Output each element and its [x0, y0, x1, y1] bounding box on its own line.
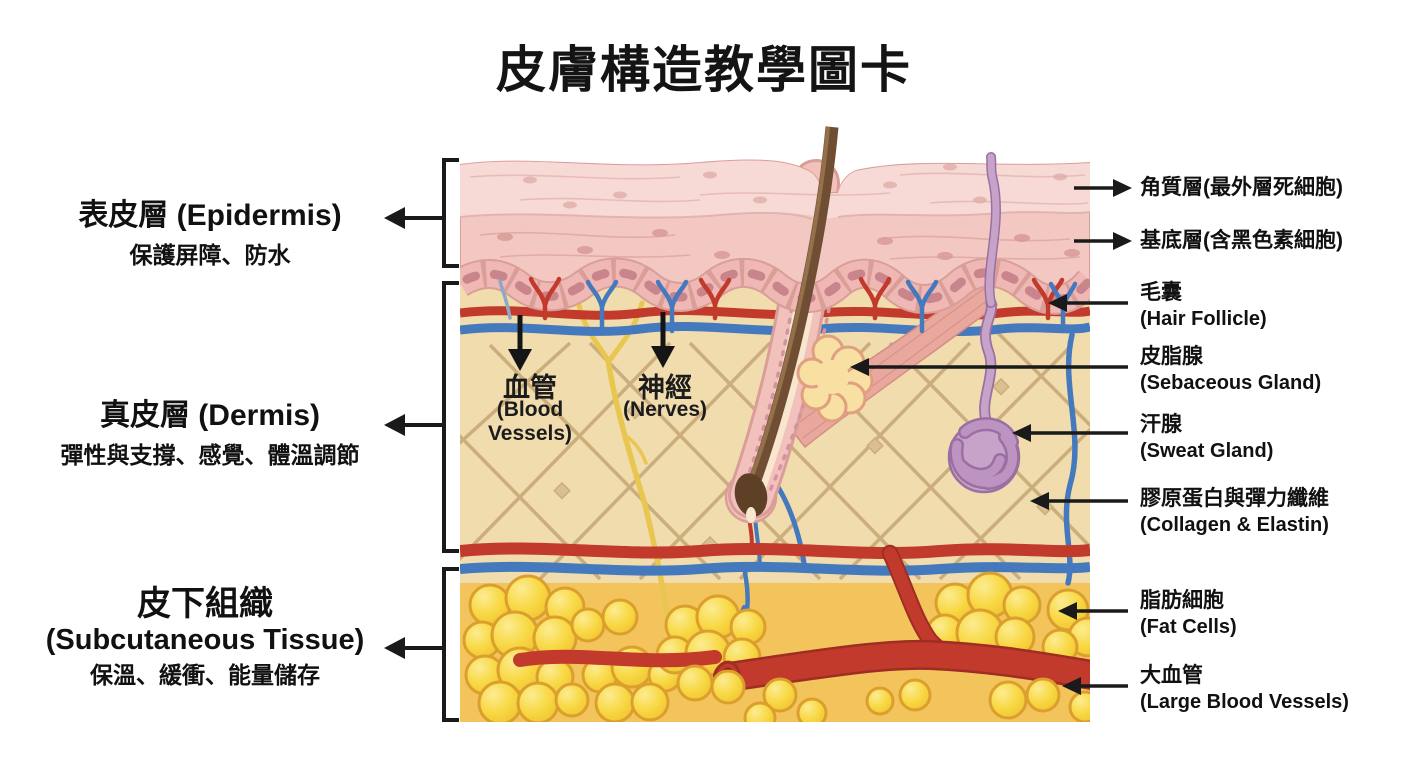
subcutaneous-label-en: (Subcutaneous Tissue) [45, 624, 365, 656]
epidermis-description: 保護屏障、防水 [129, 242, 291, 268]
vessels-pointer-arrow [508, 315, 532, 371]
subcutaneous-label-group: 皮下組織 (Subcutaneous Tissue) 保溫、緩衝、能量儲存 [15, 586, 395, 690]
sweat-gland-label: 汗腺 [1140, 413, 1182, 436]
collagen-elastin-label-en: (Collagen & Elastin) [1140, 514, 1329, 536]
dermal-veins [719, 332, 1078, 644]
collagen-elastin-fibers [460, 313, 1090, 581]
basal-layer-label: 基底層(含黑色素細胞) [1140, 229, 1343, 252]
subcutaneous-label: 皮下組織 [137, 585, 273, 623]
left-brackets [400, 158, 459, 722]
stratum-corneum-label: 角質層(最外層死細胞) [1140, 176, 1343, 199]
hair-follicle-label-en: (Hair Follicle) [1140, 308, 1267, 330]
sweat-duct [984, 152, 1001, 308]
sweat-gland [947, 297, 1021, 494]
vessels-inner-label: 血管 [503, 373, 557, 403]
large-blood-vessels-label-group: 大血管 (Large Blood Vessels) [1140, 663, 1408, 716]
stratum-corneum-label-group: 角質層(最外層死細胞) [1140, 175, 1408, 201]
hair-follicle-label: 毛囊 [1140, 281, 1182, 304]
page-title: 皮膚構造教學圖卡 [496, 42, 912, 98]
collagen-elastin-label: 膠原蛋白與彈力纖維 [1140, 487, 1329, 510]
sebaceous-gland-label: 皮脂腺 [1140, 345, 1203, 368]
sebaceous-gland [796, 334, 874, 423]
hair-shaft [734, 126, 839, 523]
sweat-gland-label-group: 汗腺 (Sweat Gland) [1140, 412, 1408, 465]
epidermis-layer [460, 159, 1090, 315]
arrector-pili-muscle [780, 280, 998, 449]
large-blood-vessel [513, 544, 1090, 694]
fat-cells [462, 571, 1090, 722]
epidermis-label-group: 表皮層 (Epidermis) 保護屏障、防水 [30, 198, 390, 270]
right-arrowheads [850, 179, 1132, 695]
sebaceous-gland-label-en: (Sebaceous Gland) [1140, 372, 1322, 394]
collagen-elastin-label-group: 膠原蛋白與彈力纖維 (Collagen & Elastin) [1140, 486, 1408, 539]
nerves-pointer-arrow [651, 312, 675, 368]
fat-cells-label: 脂肪細胞 [1140, 589, 1224, 612]
sebaceous-gland-label-group: 皮脂腺 (Sebaceous Gland) [1140, 344, 1408, 397]
subcutaneous-layer [460, 583, 1090, 722]
nerves-inner-label: 神經 [638, 373, 692, 403]
capillary-to-hair-bulb [746, 509, 754, 555]
right-lines [865, 186, 1128, 688]
hair-follicle-label-group: 毛囊 (Hair Follicle) [1140, 280, 1408, 333]
dermis-label-group: 真皮層 (Dermis) 彈性與支撐、感覺、體溫調節 [25, 398, 395, 470]
capillary-loops [498, 276, 1078, 334]
fat-cells-label-group: 脂肪細胞 (Fat Cells) [1140, 588, 1408, 641]
fat-cells-front [676, 664, 1090, 722]
upper-vessel-plexus [460, 305, 1090, 337]
large-blood-vessels-label-en: (Large Blood Vessels) [1140, 691, 1349, 713]
vessels-inner-sublabel: (Blood Vessels) [487, 398, 573, 445]
basal-layer-label-group: 基底層(含黑色素細胞) [1140, 228, 1408, 254]
dermis-description: 彈性與支撐、感覺、體溫調節 [60, 442, 360, 468]
subcutaneous-description: 保溫、緩衝、能量儲存 [90, 662, 320, 688]
large-blood-vessels-label: 大血管 [1140, 664, 1203, 687]
sweat-gland-label-en: (Sweat Gland) [1140, 440, 1274, 462]
nerves-inner-sublabel: (Nerves) [622, 398, 708, 421]
fat-cells-label-en: (Fat Cells) [1140, 616, 1237, 638]
nerve-fiber [575, 297, 674, 650]
lower-vessel-plexus [460, 542, 1090, 576]
hair-follicle [724, 159, 840, 524]
dermis-label: 真皮層 (Dermis) [99, 399, 321, 432]
epidermis-label: 表皮層 (Epidermis) [78, 199, 342, 232]
